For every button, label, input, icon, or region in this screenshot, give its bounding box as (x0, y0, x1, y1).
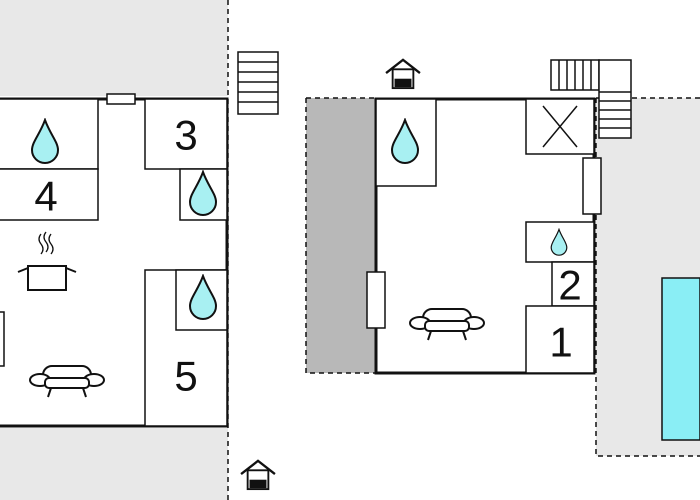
entrance-icon (239, 459, 277, 491)
pool (661, 277, 700, 441)
entrance-icon (384, 58, 422, 90)
storage-room (525, 98, 595, 155)
room-label-5: 5 (174, 353, 197, 400)
room-1 (525, 305, 595, 374)
room-label-4: 4 (34, 173, 57, 220)
stove-icon (17, 231, 77, 291)
room-label-2: 2 (558, 262, 581, 309)
window (106, 93, 136, 105)
room-label-1: 1 (549, 319, 572, 366)
room-label-3: 3 (174, 112, 197, 159)
window (366, 271, 386, 329)
window (0, 311, 5, 367)
left-terrace (0, 0, 229, 500)
left-stairs-icon (237, 51, 279, 115)
right-stairs-icon (550, 59, 632, 139)
left-unit-building: 3 4 5 (0, 93, 229, 428)
window (582, 157, 602, 215)
right-unit-building: 2 1 (366, 97, 602, 375)
room-5 (144, 269, 228, 427)
